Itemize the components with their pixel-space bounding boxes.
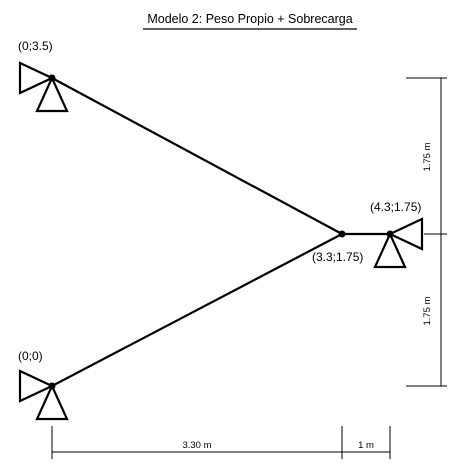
node-marker-top-left <box>48 74 56 82</box>
diagram-title: Modelo 2: Peso Propio + Sobrecarga <box>147 12 352 26</box>
support-vertical-triangle <box>35 383 69 421</box>
member-bottom-to-joint <box>51 233 343 387</box>
dimension-label-1: 1 m <box>358 440 374 451</box>
member-top-to-joint <box>51 77 343 235</box>
support-vertical-triangle <box>373 231 407 269</box>
support-horizontal-triangle <box>18 369 55 403</box>
node-marker-bottom-left <box>48 382 56 390</box>
support-vertical-triangle <box>35 75 69 113</box>
node-marker-right <box>386 230 394 238</box>
dimension-label-3-30: 3.30 m <box>182 440 211 451</box>
node-label-bottom-left: (0;0) <box>18 349 43 363</box>
node-label-right: (4.3;1.75) <box>370 200 421 214</box>
vertical-dimension: 1.75 m 1.75 m <box>406 77 447 387</box>
horizontal-dimension: 3.30 m 1 m <box>51 426 391 459</box>
node-label-top-left: (0;3.5) <box>18 39 53 53</box>
support-top-left <box>18 61 69 113</box>
dimension-label-upper: 1.75 m <box>422 142 433 171</box>
support-horizontal-triangle <box>387 217 424 251</box>
support-horizontal-triangle <box>18 61 55 95</box>
support-right <box>373 217 424 269</box>
support-bottom-left <box>18 369 69 421</box>
node-marker-joint <box>338 230 346 238</box>
node-label-joint: (3.3;1.75) <box>312 250 363 264</box>
dimension-label-lower: 1.75 m <box>422 296 433 325</box>
